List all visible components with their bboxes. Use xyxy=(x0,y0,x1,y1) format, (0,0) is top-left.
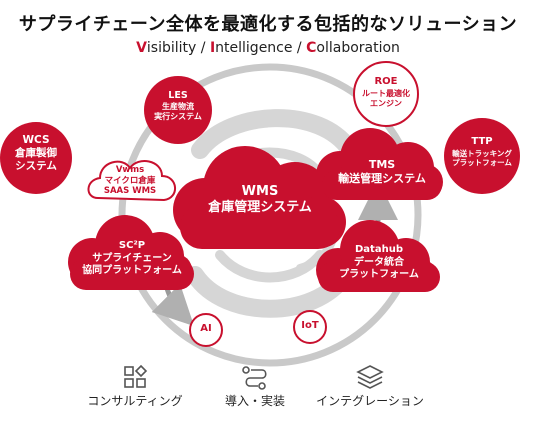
wms-cloud xyxy=(173,146,346,249)
wms-label: WMS 倉庫管理システム xyxy=(200,184,320,217)
les-title: LES xyxy=(168,90,188,101)
vwms-cloud xyxy=(87,160,176,202)
iot-label: IoT xyxy=(301,320,319,331)
roe-label: ROE ルート最適化 エンジン xyxy=(354,76,418,109)
page-subtitle: Visibility / Intelligence / Collaboratio… xyxy=(0,40,536,56)
datahub-line3: プラットフォーム xyxy=(339,269,419,280)
service-implementation-label: 導入・実装 xyxy=(224,394,285,408)
iot-circle xyxy=(293,310,327,344)
datahub-label: Datahub データ統合 プラットフォーム xyxy=(320,244,438,282)
wcs-label: WCS 倉庫製御 システム xyxy=(0,134,72,173)
outer-ring xyxy=(118,63,422,367)
service-implementation: 導入・実装 xyxy=(185,362,325,409)
sc2p-line2: サプライチェーン xyxy=(92,252,172,264)
roe-line3: エンジン xyxy=(370,98,402,108)
subtitle-v: V xyxy=(136,40,147,56)
ai-label: AI xyxy=(200,323,212,334)
subtitle-i-rest: ntelligence / xyxy=(215,40,307,56)
roe-circle xyxy=(353,61,419,127)
service-consulting-label: コンサルティング xyxy=(87,394,183,408)
vwms-line2: マイクロ倉庫 xyxy=(104,175,156,186)
page-title: サプライチェーン全体を最適化する包括的なソリューション xyxy=(18,14,518,35)
grid-diamond-icon xyxy=(124,364,148,388)
ttp-circle xyxy=(444,118,520,194)
wcs-circle xyxy=(0,122,72,194)
roe-title: ROE xyxy=(374,76,398,87)
les-label: LES 生産物流 実行システム xyxy=(146,90,210,122)
subtitle-i: I xyxy=(209,40,216,56)
ttp-line3: プラットフォーム xyxy=(452,157,512,167)
wms-subtitle: 倉庫管理システム xyxy=(208,200,312,216)
subtitle-v-rest: isibility / xyxy=(146,40,210,56)
wcs-line2: 倉庫製御 xyxy=(15,147,57,160)
tms-subtitle: 輸送管理システム xyxy=(338,171,426,185)
ttp-title: TTP xyxy=(471,136,493,147)
datahub-cloud xyxy=(316,220,440,292)
datahub-line2: データ統合 xyxy=(354,256,404,268)
datahub-title: Datahub xyxy=(355,244,403,255)
wcs-line3: システム xyxy=(15,160,57,173)
sc2p-title: SC²P xyxy=(118,240,146,251)
ttp-line2: 輸送トラッキング xyxy=(452,148,512,158)
roe-line2: ルート最適化 xyxy=(362,88,410,98)
service-integration: インテグレーション xyxy=(300,362,440,409)
ttp-label: TTP 輸送トラッキング プラットフォーム xyxy=(444,136,520,167)
ai-circle xyxy=(189,313,223,347)
vwms-label: Vwms マイクロ倉庫 SAAS WMS xyxy=(92,165,168,197)
layers-icon xyxy=(356,365,384,389)
wcs-title: WCS xyxy=(22,134,50,146)
les-line3: 実行システム xyxy=(154,111,202,121)
service-consulting: コンサルティング xyxy=(65,362,205,409)
workflow-icon xyxy=(242,366,267,390)
subtitle-c: C xyxy=(306,40,317,56)
vwms-line3: SAAS WMS xyxy=(103,186,157,197)
tms-title: TMS xyxy=(368,158,396,171)
sc2p-line3: 協同プラットフォーム xyxy=(82,265,182,276)
sc2p-label: SC²P サプライチェーン 協同プラットフォーム xyxy=(72,240,192,278)
tms-cloud xyxy=(316,128,443,200)
tms-label: TMS 輸送管理システム xyxy=(322,158,442,186)
wms-title: WMS xyxy=(241,184,279,199)
service-integration-label: インテグレーション xyxy=(316,394,424,408)
les-line2: 生産物流 xyxy=(162,101,194,111)
vwms-title: Vwms xyxy=(115,165,145,175)
les-circle xyxy=(144,76,212,144)
subtitle-c-rest: ollaboration xyxy=(316,40,400,56)
sc2p-cloud xyxy=(68,215,194,290)
